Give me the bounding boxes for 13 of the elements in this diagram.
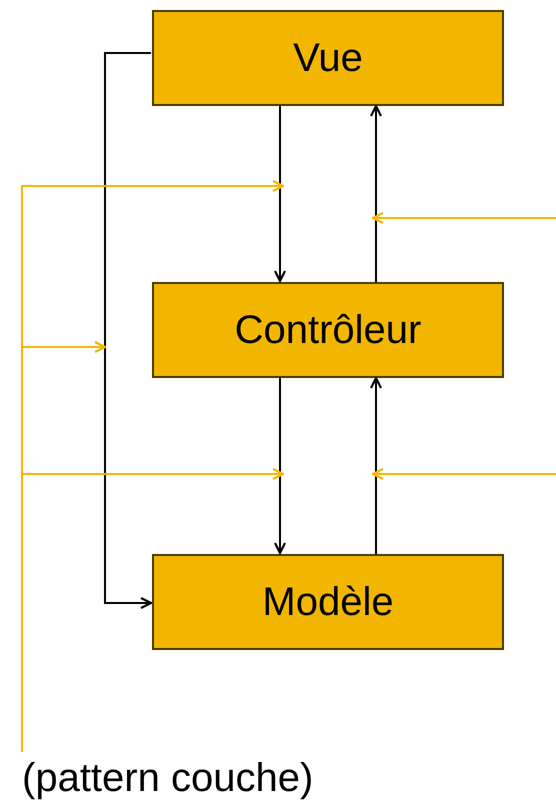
box-label: Vue <box>293 36 363 80</box>
box-label: Modèle <box>262 580 394 624</box>
arrow <box>370 104 382 282</box>
arrow <box>274 378 286 554</box>
leader-line <box>21 468 284 752</box>
annotation-text: (pattern couche) <box>22 756 314 800</box>
process-box <box>152 10 504 106</box>
arrow <box>104 52 152 610</box>
process-box <box>152 282 504 378</box>
arrow <box>370 376 382 554</box>
box-label: Contrôleur <box>234 308 422 352</box>
process-box <box>152 554 504 650</box>
arrow <box>274 106 286 282</box>
